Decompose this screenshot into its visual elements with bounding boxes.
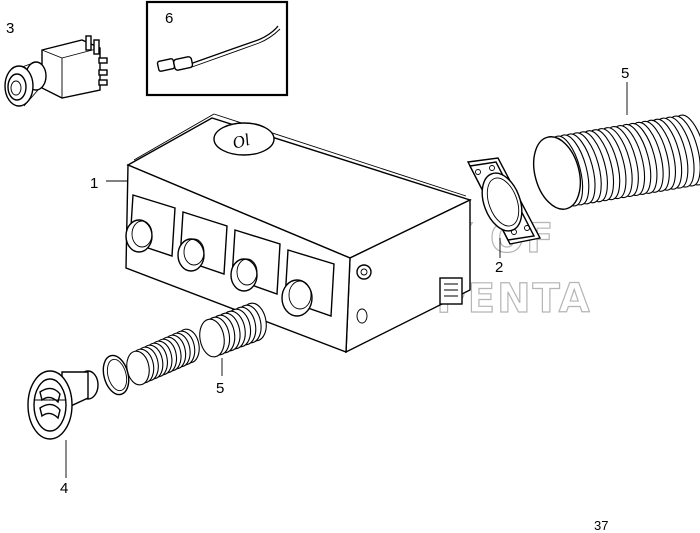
flexible-duct-icon <box>199 302 267 358</box>
outlet-port-1 <box>125 194 176 257</box>
logo-emblem: Ol <box>213 122 275 156</box>
callouts: 1 2 3 4 5 5 6 <box>6 10 629 497</box>
outlet-port-2 <box>177 211 228 275</box>
hose-clamp-ring <box>102 354 130 396</box>
control-switch-icon <box>4 35 108 107</box>
flexible-duct-icon <box>126 328 200 386</box>
air-outlet-nozzle-icon <box>27 370 99 440</box>
leader-lines <box>65 82 628 478</box>
part-1-heater-unit: Ol <box>125 113 472 354</box>
page-number: 37 <box>594 518 608 533</box>
inset-box <box>145 0 289 97</box>
wire-connector-icon <box>156 25 281 72</box>
flexible-duct-icon <box>532 114 700 210</box>
heater-unit-icon: Ol <box>125 113 472 354</box>
part-5-flexible-duct-small <box>126 302 267 386</box>
flange-gasket-icon <box>466 157 542 245</box>
outlet-port-3 <box>230 229 281 295</box>
svg-text:Ol: Ol <box>230 130 252 153</box>
callout-5-front: 5 <box>216 380 224 397</box>
part-4-air-outlet-nozzle <box>27 370 99 440</box>
callout-5-right: 5 <box>621 65 629 82</box>
outlet-port-4 <box>281 249 335 317</box>
callout-6: 6 <box>165 10 173 27</box>
part-5-flexible-duct-large <box>532 114 700 210</box>
callout-2: 2 <box>495 259 503 276</box>
part-2-flange-gasket <box>466 157 542 245</box>
part-3-control-switch <box>4 35 108 107</box>
callout-4: 4 <box>60 480 68 497</box>
part-6-wire-connector <box>145 0 289 97</box>
callout-3: 3 <box>6 20 14 37</box>
callout-1: 1 <box>90 175 98 192</box>
